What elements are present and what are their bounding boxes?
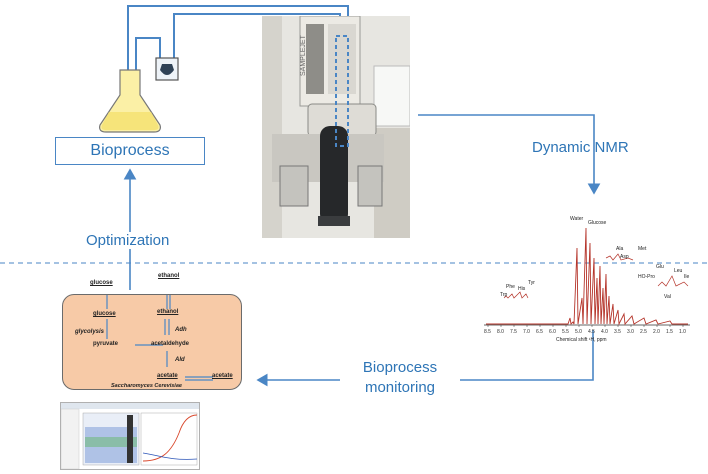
spectrum-tick-label: 2.5 <box>640 329 647 335</box>
screenshot-svg <box>60 403 199 470</box>
dynamic-nmr-label: Dynamic NMR <box>532 139 629 156</box>
pathway-arrows <box>106 295 213 381</box>
spectrum-tick-label: 6.0 <box>549 329 556 335</box>
spectrum-tick-label: 8.5 <box>484 329 491 335</box>
spectrum-svg: 8.5 8.0 7.5 7.0 6.5 6.0 5.5 5.0 4.5 4.0 3.5 3.0 2.5 2… <box>484 227 690 335</box>
organism-label: Saccharomyces Cerevisiae <box>111 383 182 389</box>
peak-tyr: Tyr <box>528 280 535 286</box>
spectrum-tick-label: 7.5 <box>510 329 517 335</box>
acetate-external: acetate <box>212 373 233 379</box>
inset-aromatic <box>503 291 529 299</box>
glucose-external: glucose <box>90 280 113 286</box>
peak-ile: Ile <box>684 274 690 280</box>
acetaldehyde-label: acetaldehyde <box>151 341 190 347</box>
peak-ala: Ala <box>616 246 624 252</box>
peak-his: His <box>518 286 526 292</box>
nmr-arrow <box>418 114 601 195</box>
adh-label: Adh <box>175 327 187 333</box>
spectrum-tick-label: 6.5 <box>536 329 543 335</box>
peak-asp: Asp <box>620 254 629 260</box>
peak-leu: Leu <box>674 268 683 274</box>
spectrum-xlabel: Chemical shift ¹H, ppm <box>556 337 607 343</box>
ethanol-internal: ethanol <box>157 309 179 315</box>
monitoring-line2: monitoring <box>364 379 436 396</box>
spectrum-tick-label: 4.0 <box>601 329 608 335</box>
vessel-icon <box>155 57 179 81</box>
peak-water: Water <box>570 216 584 222</box>
spectrum-tick-label: 8.0 <box>497 329 504 335</box>
spectrum-tick-label: 2.0 <box>653 329 660 335</box>
glucose-internal: glucose <box>93 311 116 317</box>
optimization-label: Optimization <box>84 232 172 249</box>
spectrum-tick-label: 5.5 <box>562 329 569 335</box>
software-screenshot <box>60 402 200 470</box>
flask-icon <box>99 69 161 133</box>
acetate-internal: acetate <box>157 373 178 379</box>
spectrum-tick-label: 4.5 <box>588 329 595 335</box>
yeast-cell: glucose glycolysis pyruvate ethanol Adh … <box>62 294 242 390</box>
glycolysis-label: glycolysis <box>75 329 105 335</box>
spectrum-tick-label: 5.0 <box>575 329 582 335</box>
spectrum-tick-label: 7.0 <box>523 329 530 335</box>
ald-label: Ald <box>175 357 185 363</box>
peak-trp: Trp <box>500 292 508 298</box>
peak-met: Met <box>638 246 647 252</box>
bioprocess-label: Bioprocess <box>90 142 170 159</box>
spectrum-tick-label: 3.5 <box>614 329 621 335</box>
peak-glucose: Glucose <box>588 220 607 226</box>
monitoring-line1: Bioprocess <box>362 359 438 376</box>
bioprocess-box: Bioprocess <box>55 137 205 165</box>
pyruvate-label: pyruvate <box>93 341 119 347</box>
peak-ho-pro: HO-Pro <box>638 274 655 280</box>
instrument-brand-label: SAMPLEJET <box>300 34 307 76</box>
nmr-spectrum: 8.5 8.0 7.5 7.0 6.5 6.0 5.5 5.0 4.5 4.0 3.5 3.0 2.5 2… <box>478 208 703 348</box>
inset-ala <box>605 253 634 261</box>
inset-leu <box>657 275 689 287</box>
ethanol-external: ethanol <box>158 273 180 279</box>
peak-val: Val <box>664 294 671 300</box>
spectrum-trace <box>486 227 688 326</box>
spectrum-tick-label: 1.5 <box>666 329 673 335</box>
peak-glu: Glu <box>656 264 664 270</box>
bioprocess-monitoring-label: Bioprocess monitoring <box>340 358 460 398</box>
spectrum-tick-label: 3.0 <box>627 329 634 335</box>
peak-phe: Phe <box>506 284 515 290</box>
spectrum-tick-label: 1.0 <box>679 329 686 335</box>
nmr-instrument-photo: SAMPLEJET <box>262 16 410 238</box>
spectrum-ticks: 8.5 8.0 7.5 7.0 6.5 6.0 5.5 5.0 4.5 4.0 3.5 3.0 2.5 2… <box>484 325 686 335</box>
